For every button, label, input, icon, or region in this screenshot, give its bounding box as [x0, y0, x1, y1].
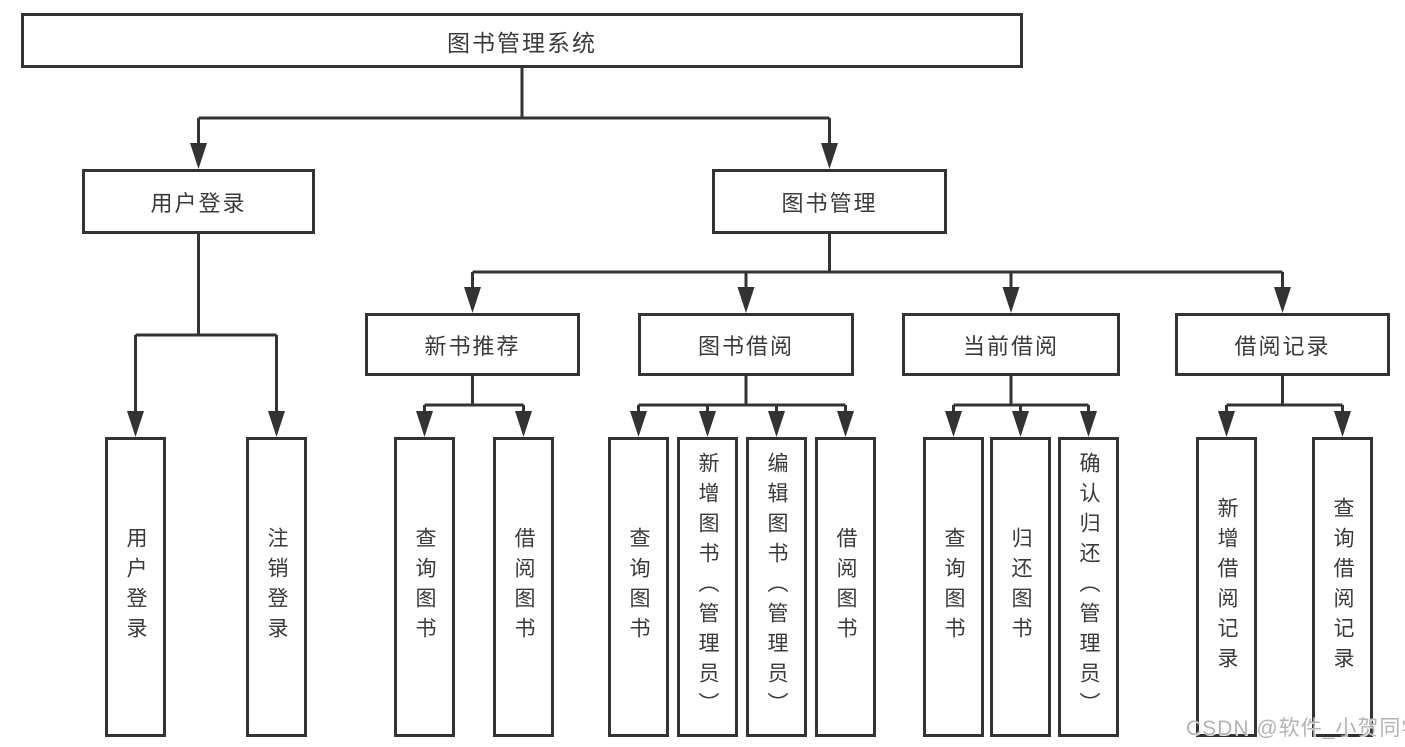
leaf-label: 查询图书 [413, 527, 436, 647]
leaf-add-borrow-record: 新增借阅记录 [1196, 437, 1257, 737]
arrowheads-book-borrow [630, 411, 854, 437]
connector-user-login [134, 234, 278, 415]
node-label: 用户登录 [150, 190, 247, 216]
connector-current-borrow [952, 376, 1090, 415]
node-borrow-records: 借阅记录 [1175, 313, 1390, 376]
arrowheads-book-management [464, 287, 1291, 313]
leaf-label: 借阅图书 [834, 527, 857, 647]
connector-root [197, 68, 831, 150]
node-label: 图书借阅 [697, 333, 794, 359]
leaf-confirm-return-admin: 确认归还（管理员） [1058, 437, 1119, 737]
connector-new-book-recommend [423, 376, 525, 415]
leaf-borrow-books: 借阅图书 [815, 437, 876, 737]
leaf-edit-book-admin: 编辑图书（管理员） [746, 437, 807, 737]
arrowheads-borrow-records [1218, 411, 1351, 437]
node-label: 借阅记录 [1234, 333, 1331, 359]
connector-borrow-records [1225, 376, 1344, 415]
arrowheads-root [190, 143, 838, 169]
csdn-watermark: CSDN @软件_小贺同学 [1186, 717, 1405, 740]
connector-book-borrow [637, 376, 847, 415]
leaf-query-books-current: 查询图书 [923, 437, 984, 737]
connector-book-management [471, 234, 1284, 292]
arrowheads-user-login [127, 411, 285, 437]
node-label: 图书管理系统 [447, 29, 597, 56]
node-library-management-system: 图书管理系统 [21, 13, 1023, 68]
leaf-borrow-books-recommend: 借阅图书 [493, 437, 554, 737]
node-current-borrow: 当前借阅 [902, 313, 1120, 376]
leaf-query-books-borrow: 查询图书 [608, 437, 669, 737]
node-book-management: 图书管理 [712, 169, 947, 234]
leaf-label: 归还图书 [1009, 527, 1032, 647]
node-label: 图书管理 [781, 190, 878, 216]
arrowheads-current-borrow [945, 411, 1097, 437]
node-new-book-recommend: 新书推荐 [365, 313, 580, 376]
node-label: 新书推荐 [424, 333, 521, 359]
leaf-add-book-admin: 新增图书（管理员） [677, 437, 738, 737]
leaf-label: 查询借阅记录 [1331, 497, 1354, 677]
leaf-return-book: 归还图书 [990, 437, 1051, 737]
leaf-label: 查询图书 [942, 527, 965, 647]
leaf-label: 新增图书（管理员） [696, 452, 719, 722]
node-label: 当前借阅 [962, 333, 1059, 359]
leaf-label: 确认归还（管理员） [1077, 452, 1100, 722]
node-book-borrow: 图书借阅 [638, 313, 854, 376]
leaf-label: 编辑图书（管理员） [765, 452, 788, 722]
leaf-query-books-recommend: 查询图书 [394, 437, 455, 737]
leaf-logout: 注销登录 [246, 437, 307, 737]
arrowheads-new-book-recommend [416, 411, 532, 437]
leaf-label: 查询图书 [627, 527, 650, 647]
leaf-label: 注销登录 [265, 527, 288, 647]
leaf-user-login: 用户登录 [105, 437, 166, 737]
leaf-label: 用户登录 [124, 527, 147, 647]
leaf-label: 借阅图书 [512, 527, 535, 647]
node-user-login: 用户登录 [82, 169, 315, 234]
leaf-query-borrow-record: 查询借阅记录 [1312, 437, 1373, 737]
leaf-label: 新增借阅记录 [1215, 497, 1238, 677]
